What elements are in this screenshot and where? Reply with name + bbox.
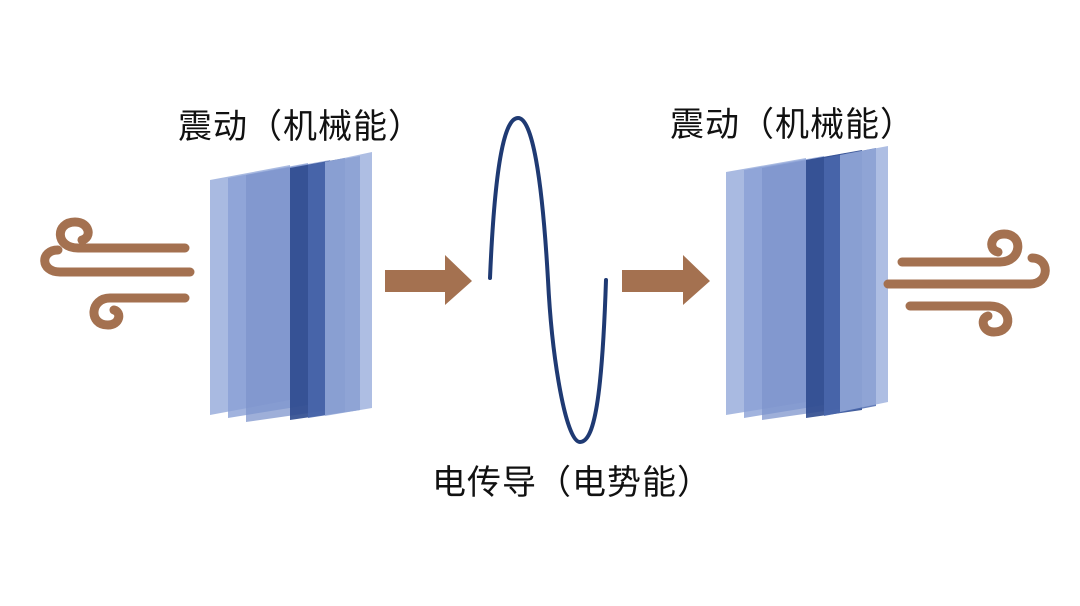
arrow-right-icon-2 bbox=[622, 255, 710, 305]
label-wave: 电传导（电势能） bbox=[432, 463, 712, 503]
wind-icon-left bbox=[40, 217, 195, 330]
label-left-plate: 震动（机械能） bbox=[178, 107, 423, 147]
wind-icon-right bbox=[883, 229, 1050, 337]
label-right-plate: 震动（机械能） bbox=[670, 105, 915, 145]
arrow-right-icon-1 bbox=[385, 255, 472, 305]
electric-wave bbox=[488, 115, 608, 445]
vibration-plate-left bbox=[210, 152, 372, 422]
vibration-plate-right bbox=[726, 146, 888, 420]
